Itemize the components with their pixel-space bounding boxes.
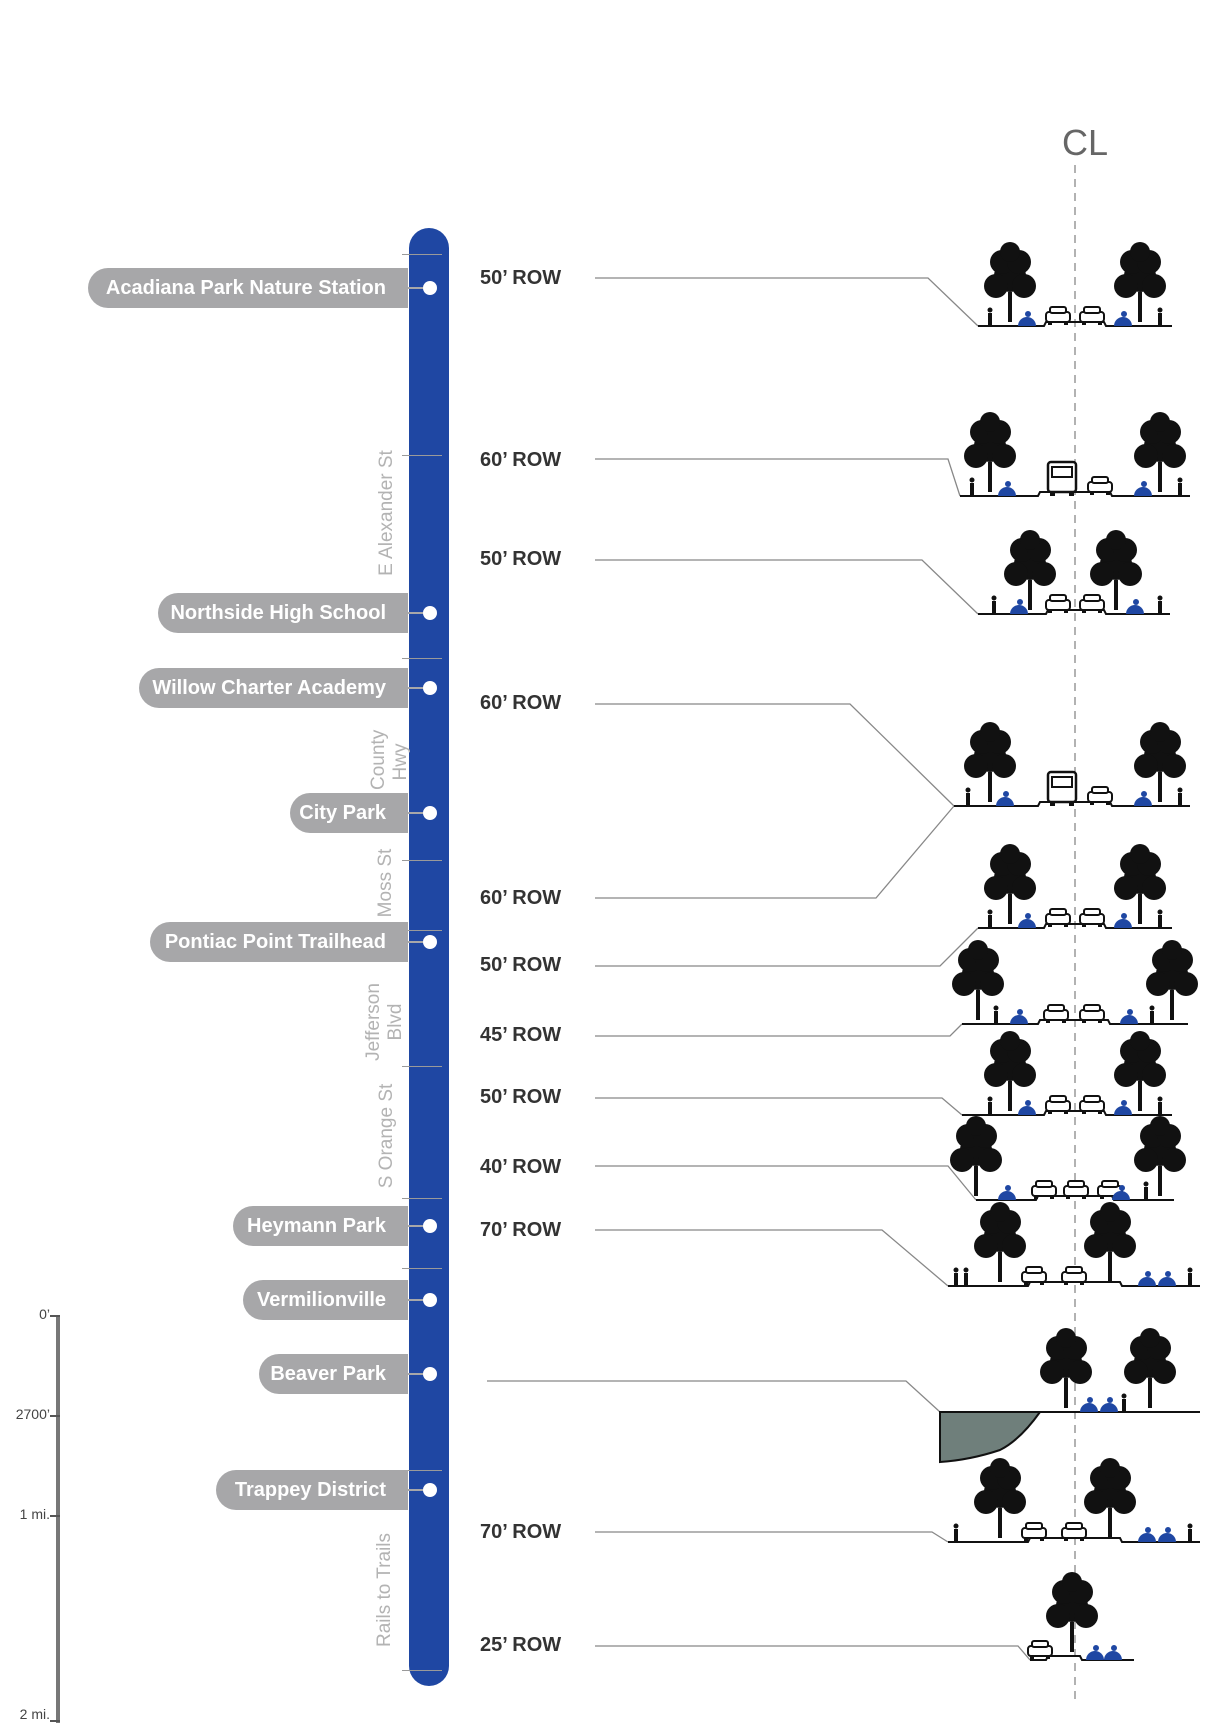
leader-line (595, 703, 955, 807)
stop-pill: Trappey District (216, 1470, 408, 1510)
row-label: 50’ ROW (480, 954, 562, 976)
stop-dot (423, 806, 437, 820)
row-label: 70’ ROW (480, 1521, 562, 1543)
stop-dot (423, 935, 437, 949)
leader-line (595, 458, 961, 497)
stop-connector (405, 287, 423, 289)
stop-connector (405, 1489, 423, 1491)
stop-pill: Willow Charter Academy (139, 668, 408, 708)
cross-section (950, 1116, 1186, 1201)
cross-section (952, 940, 1198, 1025)
cross-section (948, 1458, 1200, 1543)
scale-label-0: 0’ (39, 1306, 50, 1322)
leader-line (595, 1165, 977, 1201)
row-label: 45’ ROW (480, 1024, 562, 1046)
cross-section (978, 844, 1172, 929)
segment-tick (402, 860, 442, 861)
cross-section (960, 412, 1190, 498)
row-label: 50’ ROW (480, 548, 562, 570)
stop-dot (423, 1367, 437, 1381)
row-label: 60’ ROW (480, 449, 562, 471)
stop-connector (405, 941, 423, 943)
cross-section (939, 1328, 1200, 1464)
stop-label: Heymann Park (247, 1215, 386, 1237)
stop-label: Northside High School (170, 602, 386, 624)
stop-dot (423, 281, 437, 295)
segment-tick (402, 1670, 442, 1671)
leader-line (595, 1645, 1031, 1661)
segment-tick (402, 658, 442, 659)
stop-dot (423, 1219, 437, 1233)
scale-label-2mi: 2 mi. (19, 1706, 50, 1722)
row-label: 40’ ROW (480, 1156, 562, 1178)
stop-pill: Heymann Park (233, 1206, 408, 1246)
stop-connector (405, 1373, 423, 1375)
leader-line (595, 805, 955, 899)
route-spine (409, 228, 449, 1686)
leader-line (595, 927, 979, 967)
centerline-label: CL (1062, 122, 1108, 164)
stop-label: Willow Charter Academy (152, 677, 386, 699)
row-label: 25’ ROW (480, 1634, 562, 1656)
row-label: 60’ ROW (480, 887, 562, 909)
leader-line (595, 1097, 963, 1116)
scale-tick (50, 1315, 60, 1317)
stop-label: City Park (299, 802, 386, 824)
stop-pill: Beaver Park (259, 1354, 408, 1394)
row-label: 50’ ROW (480, 1086, 562, 1108)
leader-line (595, 1229, 949, 1287)
stop-connector (405, 1225, 423, 1227)
cross-section (962, 1031, 1172, 1116)
row-label: 60’ ROW (480, 692, 562, 714)
row-label: 50’ ROW (480, 267, 562, 289)
scale-tick (50, 1415, 60, 1417)
stop-connector (405, 812, 423, 814)
row-label: 70’ ROW (480, 1219, 562, 1241)
leader-line (595, 277, 979, 327)
leader-line (595, 559, 979, 615)
segment-tick (402, 930, 442, 931)
stop-connector (405, 1299, 423, 1301)
scale-tick (50, 1720, 60, 1722)
cross-section (978, 242, 1172, 327)
leader-line (487, 1380, 941, 1413)
stop-pill: Pontiac Point Trailhead (150, 922, 408, 962)
segment-tick (402, 1198, 442, 1199)
stop-pill: Acadiana Park Nature Station (88, 268, 408, 308)
stop-dot (423, 681, 437, 695)
scale-bar (56, 1315, 60, 1723)
stop-pill: Northside High School (158, 593, 408, 633)
stop-label: Beaver Park (270, 1363, 386, 1385)
stop-dot (423, 606, 437, 620)
leader-line (595, 1023, 963, 1037)
leader-line (595, 1531, 949, 1543)
scale-tick (50, 1515, 60, 1517)
centerline-symbol: CL (1062, 122, 1109, 163)
stop-label: Vermilionville (257, 1289, 386, 1311)
segment-tick (402, 254, 442, 255)
water-area (939, 1411, 1042, 1464)
segment-tick (402, 455, 442, 456)
stop-label: Pontiac Point Trailhead (164, 931, 386, 953)
stop-pill: City Park (290, 793, 408, 833)
scale-label-2700: 2700’ (15, 1406, 50, 1422)
cross-section (978, 530, 1170, 615)
segment-tick (402, 1268, 442, 1269)
segment-tick (402, 1470, 442, 1471)
segment-tick (402, 1066, 442, 1067)
scale-label-1mi: 1 mi. (19, 1506, 50, 1522)
cross-section (954, 722, 1190, 808)
stop-connector (405, 687, 423, 689)
stop-pill: Vermilionville (243, 1280, 408, 1320)
cross-section (948, 1202, 1200, 1287)
leader-lines (487, 277, 1031, 1661)
stop-label: Trappey District (234, 1479, 386, 1501)
stop-dot (423, 1483, 437, 1497)
stop-dot (423, 1293, 437, 1307)
cross-section (1027, 1572, 1134, 1661)
stop-connector (405, 612, 423, 614)
stop-label: Acadiana Park Nature Station (105, 277, 386, 299)
